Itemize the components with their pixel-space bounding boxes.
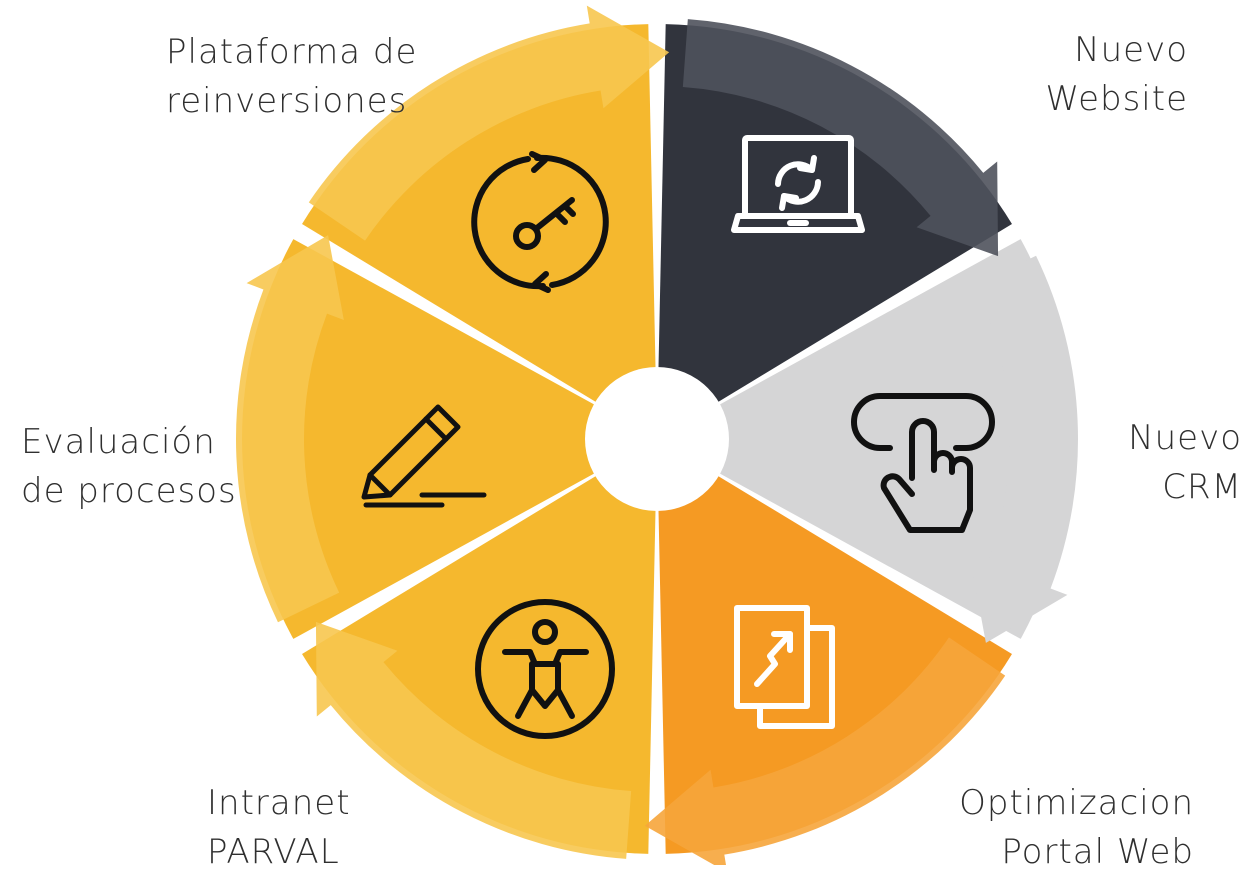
label-line: CRM <box>1162 467 1242 507</box>
growth-document-icon <box>734 605 835 729</box>
label-evaluacion-de-procesos: Evaluación de procesos <box>21 418 237 516</box>
arrow-website <box>682 19 999 257</box>
label-optimizacion-portal-web: Optimizacion Portal Web <box>959 779 1194 877</box>
label-intranet-parval: Intranet PARVAL <box>207 779 351 877</box>
center-circle <box>585 367 729 511</box>
arrow-portal <box>644 637 1006 865</box>
label-line: de procesos <box>21 471 237 511</box>
arrow-group <box>236 5 1078 865</box>
pen-edit-icon <box>361 404 487 508</box>
wedge-crm <box>692 239 1072 639</box>
label-plataforma-de-reinversiones: Plataforma de reinversiones <box>166 28 417 126</box>
label-nuevo-website: Nuevo Website <box>1045 26 1188 124</box>
laptop-sync-icon <box>731 135 865 233</box>
label-line: reinversiones <box>166 81 408 121</box>
person-circle-icon <box>475 599 615 739</box>
label-line: Nuevo <box>1074 30 1188 70</box>
label-line: Nuevo <box>1128 418 1242 458</box>
label-line: PARVAL <box>207 832 340 872</box>
wedge-evaluacion <box>241 239 622 639</box>
arrow-crm <box>970 255 1078 643</box>
arrow-evaluacion <box>236 235 344 623</box>
arrow-reinversiones <box>308 5 670 241</box>
label-line: Plataforma de <box>166 32 418 72</box>
label-nuevo-crm: Nuevo CRM <box>1128 414 1242 512</box>
touch-button-icon <box>851 393 995 533</box>
label-line: Optimizacion <box>959 783 1194 823</box>
label-line: Website <box>1045 79 1188 119</box>
label-line: Portal Web <box>1001 832 1194 872</box>
arrow-intranet <box>315 621 632 859</box>
label-line: Evaluación <box>21 422 216 462</box>
label-line: Intranet <box>207 783 351 823</box>
key-cycle-icon <box>471 151 609 293</box>
